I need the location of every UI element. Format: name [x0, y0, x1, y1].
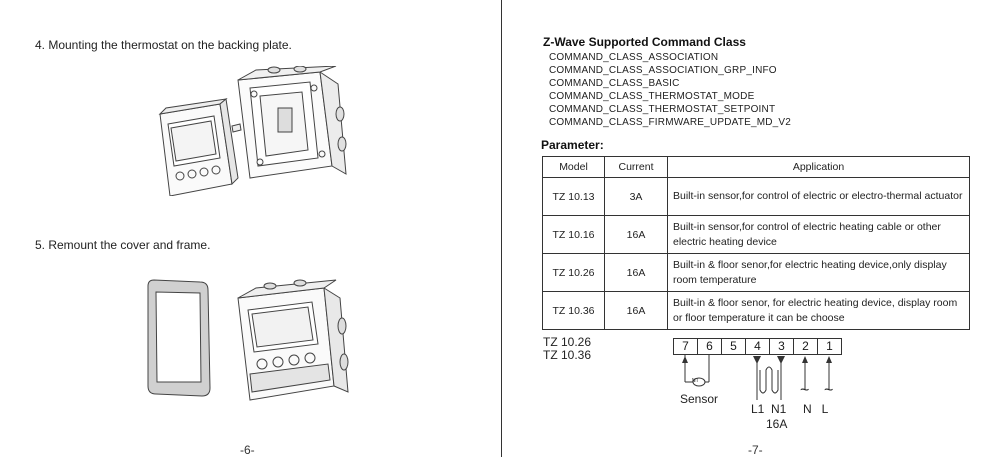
ac-symbol-n: ~ — [800, 382, 810, 399]
supply-labels: N L — [803, 402, 829, 416]
list-item: COMMAND_CLASS_ASSOCIATION — [549, 52, 719, 63]
wiring-model-labels: TZ 10.26 TZ 10.36 — [543, 336, 591, 362]
step-4-text: 4. Mounting the thermostat on the backin… — [35, 38, 292, 52]
remount-illustration — [147, 279, 349, 401]
list-item: COMMAND_CLASS_FIRMWARE_UPDATE_MD_V2 — [549, 117, 792, 128]
terminal-6: 6 — [698, 339, 722, 354]
page-number-left: -6- — [240, 443, 255, 457]
header-current: Current — [604, 156, 668, 178]
cell-model: TZ 10.16 — [542, 215, 605, 254]
list-item: COMMAND_CLASS_THERMOSTAT_SETPOINT — [549, 104, 776, 115]
list-item: COMMAND_CLASS_ASSOCIATION_GRP_INFO — [549, 65, 777, 76]
zwave-section-title: Z-Wave Supported Command Class — [543, 35, 746, 49]
ac-symbol-l: ~ — [824, 382, 834, 399]
cell-application: Built-in sensor,for control of electric … — [667, 177, 970, 216]
cell-current: 16A — [604, 215, 668, 254]
parameter-title: Parameter: — [541, 138, 604, 152]
left-page: 4. Mounting the thermostat on the backin… — [35, 38, 349, 457]
terminal-2: 2 — [794, 339, 818, 354]
mounting-illustration — [158, 66, 347, 196]
header-model: Model — [542, 156, 605, 178]
sensor-label: Sensor — [680, 392, 719, 406]
cell-application: Built-in & floor senor, for electric hea… — [667, 291, 970, 330]
parameter-table: Model Current Application TZ 10.13 3A Bu… — [542, 156, 970, 330]
cell-model: TZ 10.36 — [542, 291, 605, 330]
cell-current: 16A — [604, 253, 668, 292]
page-divider — [501, 0, 502, 457]
terminal-1: 1 — [826, 339, 833, 353]
cell-application: Built-in & floor senor,for electric heat… — [667, 253, 970, 292]
cell-current: 16A — [604, 291, 668, 330]
terminal-5: 5 — [722, 339, 746, 354]
table-header-row: Model Current Application — [542, 156, 970, 178]
load-current-label: 16A — [766, 417, 788, 431]
wiring-model-2: TZ 10.36 — [543, 348, 592, 362]
command-class-list: COMMAND_CLASS_ASSOCIATION COMMAND_CLASS_… — [549, 51, 791, 129]
terminal-7: 7 — [674, 339, 698, 354]
terminal-4: 4 — [746, 339, 770, 354]
table-row: TZ 10.36 16A Built-in & floor senor, for… — [542, 291, 970, 330]
sensor-symbol: NT — [692, 378, 699, 384]
load-labels: L1 N1 — [751, 402, 787, 416]
cell-application: Built-in sensor,for control of electric … — [667, 215, 970, 254]
list-item: COMMAND_CLASS_THERMOSTAT_MODE — [549, 91, 755, 102]
cell-model: TZ 10.13 — [542, 177, 605, 216]
terminal-block: 7 6 5 4 3 2 1 — [673, 338, 842, 355]
cell-model: TZ 10.26 — [542, 253, 605, 292]
list-item: COMMAND_CLASS_BASIC — [549, 78, 680, 89]
wiring-diagram — [682, 354, 832, 400]
wiring-model-1: TZ 10.26 — [543, 335, 592, 349]
table-row: TZ 10.13 3A Built-in sensor,for control … — [542, 177, 970, 216]
right-page: Z-Wave Supported Command Class COMMAND_C… — [503, 0, 1000, 457]
table-row: TZ 10.26 16A Built-in & floor senor,for … — [542, 253, 970, 292]
step-5-text: 5. Remount the cover and frame. — [35, 238, 211, 252]
cell-current: 3A — [604, 177, 668, 216]
table-row: TZ 10.16 16A Built-in sensor,for control… — [542, 215, 970, 254]
terminal-3: 3 — [770, 339, 794, 354]
header-application: Application — [667, 156, 970, 178]
page-number-right: -7- — [748, 443, 763, 457]
